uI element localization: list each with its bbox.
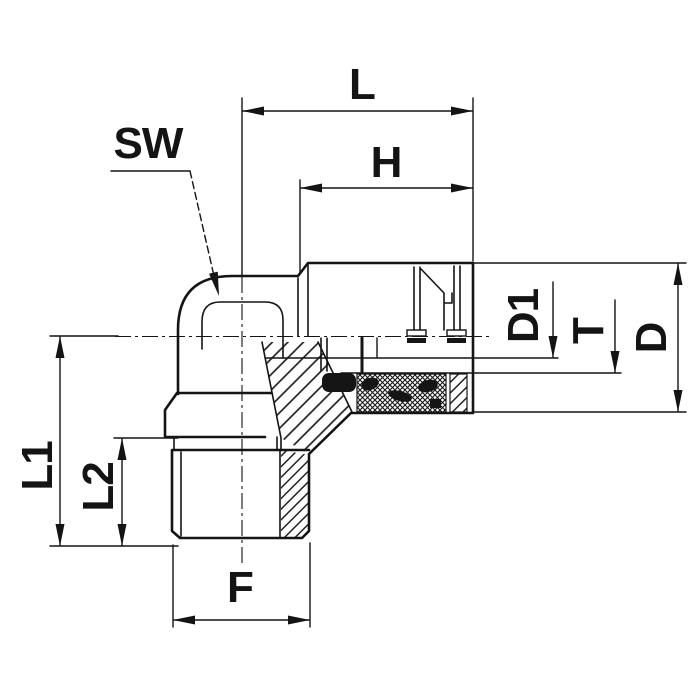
stud-outline <box>170 448 311 540</box>
arrow-T <box>610 351 620 373</box>
dim-label-L2: L2 <box>74 462 123 512</box>
arrow-L1-bottom <box>55 524 65 546</box>
dim-H-line <box>299 179 474 275</box>
dim-label-SW: SW <box>113 119 184 169</box>
section-hatching <box>262 342 468 538</box>
dim-label-L: L <box>349 60 376 110</box>
dim-label-D: D <box>627 322 676 354</box>
sw-leader-line <box>189 170 215 277</box>
arrow-L2-top <box>117 438 127 460</box>
arrow-D-top <box>673 263 683 285</box>
stud-wall-hatch <box>281 450 309 538</box>
o-ring-groove-walls <box>320 337 328 372</box>
arrowheads <box>55 106 683 625</box>
elbow-wall-hatch <box>262 342 352 454</box>
dim-label-F: F <box>227 563 254 613</box>
collet-foot-right <box>446 329 467 337</box>
dim-L-line <box>241 97 474 277</box>
collet-foot-left <box>406 329 427 337</box>
arrow-L2-bottom <box>117 524 127 546</box>
release-collet-lines <box>413 265 461 331</box>
thread-neck-lines <box>173 436 278 451</box>
arrow-L-left <box>242 106 264 116</box>
dim-D-line <box>472 262 687 413</box>
inner-dome <box>201 301 284 359</box>
arrow-H-left <box>300 183 322 193</box>
dim-L1-line <box>49 335 179 547</box>
arrow-H-right <box>451 183 473 193</box>
feature-lines <box>173 263 467 538</box>
arrow-D-bottom <box>673 390 683 412</box>
end-cap-hatch <box>449 373 468 413</box>
arrow-L-right <box>451 106 473 116</box>
arrow-SW <box>209 271 219 296</box>
arrow-L1-top <box>55 336 65 358</box>
collet-foot-right-section <box>447 338 466 343</box>
sleeve-joint-lines <box>297 263 309 337</box>
arrow-F-right <box>288 615 310 625</box>
elbow-and-sleeve-outline <box>176 261 475 456</box>
dim-F-line <box>172 542 311 628</box>
collet-foot-left-section <box>407 338 426 343</box>
dim-label-H: H <box>370 138 403 188</box>
arrow-F-left <box>173 615 195 625</box>
arrow-D1 <box>548 336 558 358</box>
o-ring-section <box>322 373 356 392</box>
hex-outline <box>163 391 273 439</box>
dim-label-T: T <box>564 318 613 344</box>
grab-ring-blobs <box>361 377 441 408</box>
dim-label-L1: L1 <box>13 441 62 491</box>
dim-label-D1: D1 <box>499 288 548 344</box>
dimension-lines <box>49 97 687 628</box>
thread-lines <box>180 449 281 538</box>
body-outline <box>163 261 475 540</box>
